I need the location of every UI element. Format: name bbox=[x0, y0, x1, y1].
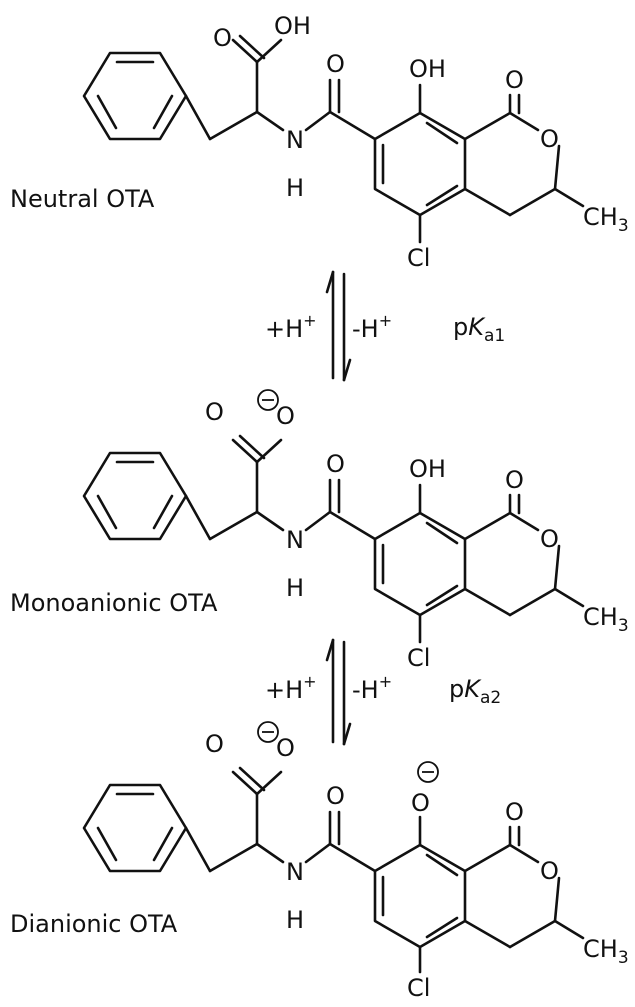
lactone-ring-o: O bbox=[540, 857, 559, 885]
lactone-ring-o: O bbox=[540, 525, 559, 553]
chlorine: Cl bbox=[407, 974, 430, 1002]
amide-carbonyl-o: O bbox=[326, 782, 345, 810]
negative-charge-icon bbox=[257, 721, 279, 743]
carboxylate-o: O bbox=[276, 402, 295, 430]
amide-h: H bbox=[286, 574, 304, 602]
acid-carbonyl-o: O bbox=[205, 730, 224, 758]
species-neutral: O OH N H O OH O O Cl CH3 Neutral OTA bbox=[10, 12, 629, 272]
phenol-group: OH bbox=[409, 55, 446, 83]
protonation-label: +H+ bbox=[265, 672, 317, 704]
lactone-carbonyl-o: O bbox=[505, 466, 524, 494]
amide-n: N bbox=[286, 526, 304, 554]
species-label-monoanionic: Monoanionic OTA bbox=[10, 589, 218, 617]
lactone-carbonyl-o: O bbox=[505, 798, 524, 826]
amide-n: N bbox=[286, 126, 304, 154]
carboxylate-o: O bbox=[276, 734, 295, 762]
species-dianionic: O O N H O O O O Cl CH3 Dianionic OTA bbox=[10, 721, 629, 1002]
lactone-ring-o: O bbox=[540, 125, 559, 153]
chlorine: Cl bbox=[407, 644, 430, 672]
methyl-group: CH3 bbox=[583, 603, 629, 636]
molecule-bonds bbox=[82, 34, 585, 244]
species-monoanionic: O O N H O OH O O Cl CH3 Monoanionic OTA bbox=[10, 389, 629, 672]
methyl-group: CH3 bbox=[583, 203, 629, 236]
negative-charge-icon bbox=[417, 761, 439, 783]
pka2-label: pKa2 bbox=[449, 675, 501, 708]
deprotonation-label: -H+ bbox=[352, 311, 392, 343]
negative-charge-icon bbox=[257, 389, 279, 411]
acid-carbonyl-o: O bbox=[213, 24, 232, 52]
phenolate-o: O bbox=[411, 789, 430, 817]
methyl-group: CH3 bbox=[583, 935, 629, 968]
amide-n: N bbox=[286, 858, 304, 886]
amide-h: H bbox=[286, 174, 304, 202]
species-label-neutral: Neutral OTA bbox=[10, 185, 155, 213]
amide-carbonyl-o: O bbox=[326, 50, 345, 78]
lactone-carbonyl-o: O bbox=[505, 66, 524, 94]
equilibrium-1: +H+ -H+ pKa1 bbox=[265, 270, 505, 382]
equilibrium-2: +H+ -H+ pKa2 bbox=[265, 638, 501, 746]
chlorine: Cl bbox=[407, 244, 430, 272]
acid-carbonyl-o: O bbox=[205, 398, 224, 426]
acid-hydroxyl-oh: OH bbox=[274, 12, 311, 40]
pka1-label: pKa1 bbox=[453, 313, 505, 346]
species-label-dianionic: Dianionic OTA bbox=[10, 910, 178, 938]
protonation-label: +H+ bbox=[265, 311, 317, 343]
molecule-bonds bbox=[82, 766, 585, 974]
deprotonation-label: -H+ bbox=[352, 672, 392, 704]
phenol-group: OH bbox=[409, 455, 446, 483]
amide-h: H bbox=[286, 906, 304, 934]
molecule-bonds bbox=[82, 434, 585, 644]
amide-carbonyl-o: O bbox=[326, 450, 345, 478]
